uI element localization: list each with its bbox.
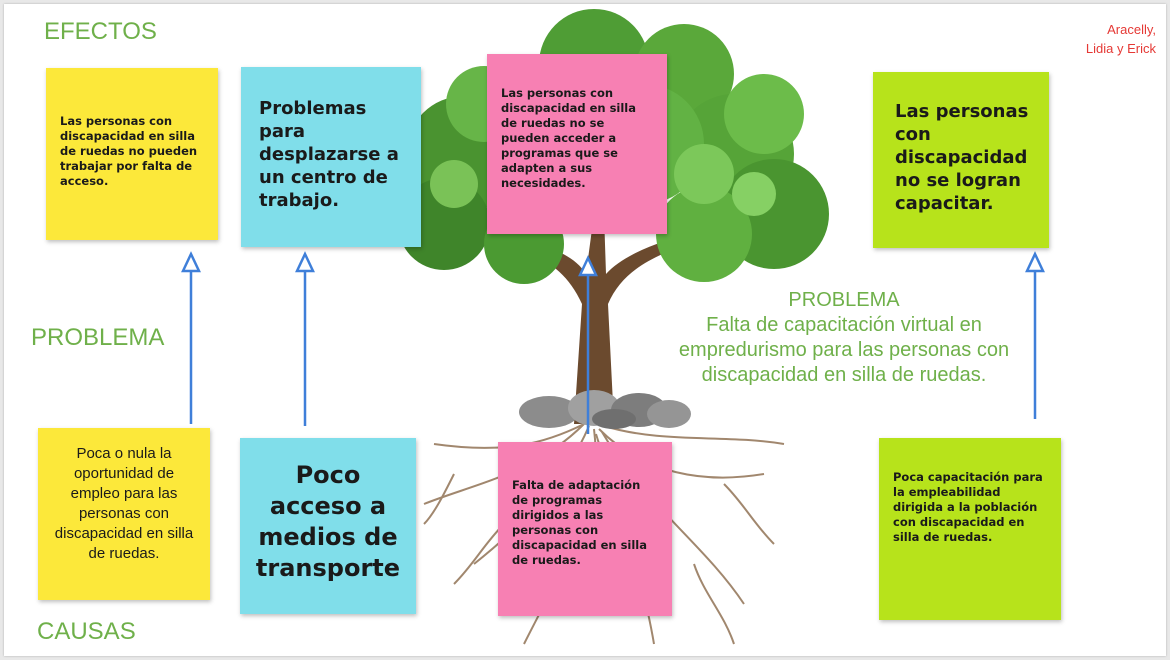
problem-side-heading: PROBLEMA: [31, 324, 165, 351]
authors-line-1: Aracelly,: [1107, 22, 1156, 37]
problem-statement-text: Falta de capacitación virtual en empredu…: [678, 314, 1010, 386]
problem-statement-heading: PROBLEMA: [788, 289, 900, 311]
effect-note-3[interactable]: Las personas con discapacidad en silla d…: [487, 54, 667, 234]
cause-note-3[interactable]: Falta de adaptación de programas dirigid…: [498, 442, 672, 616]
tree-rocks: [519, 390, 691, 429]
arrow-layer: [181, 251, 1045, 434]
effects-heading: EFECTOS: [44, 18, 157, 45]
authors-line-2: Lidia y Erick: [1085, 41, 1156, 56]
authors-label: Aracelly, Lidia y Erick: [1046, 20, 1156, 58]
problem-statement: PROBLEMA Falta de capacitación virtual e…: [644, 288, 1044, 388]
effect-note-4[interactable]: Las personas con discapacidad no se logr…: [873, 72, 1049, 248]
cause-note-2[interactable]: Poco acceso a medios de transporte: [240, 438, 416, 614]
cause-note-1[interactable]: Poca o nula la oportunidad de empleo par…: [38, 428, 210, 600]
tree-trunk: [504, 214, 696, 424]
cause-note-4[interactable]: Poca capacitación para la empleabilidad …: [879, 438, 1061, 620]
arrow-up-icon: [1025, 251, 1045, 419]
arrow-up-icon: [295, 251, 315, 426]
effect-note-1[interactable]: Las personas con discapacidad en silla d…: [46, 68, 218, 240]
whiteboard-canvas: EFECTOS PROBLEMA CAUSAS Aracelly, Lidia …: [4, 4, 1166, 656]
causes-heading: CAUSAS: [37, 618, 136, 645]
effect-note-2[interactable]: Problemas para desplazarse a un centro d…: [241, 67, 421, 247]
arrow-up-icon: [578, 255, 598, 434]
arrow-up-icon: [181, 251, 201, 424]
